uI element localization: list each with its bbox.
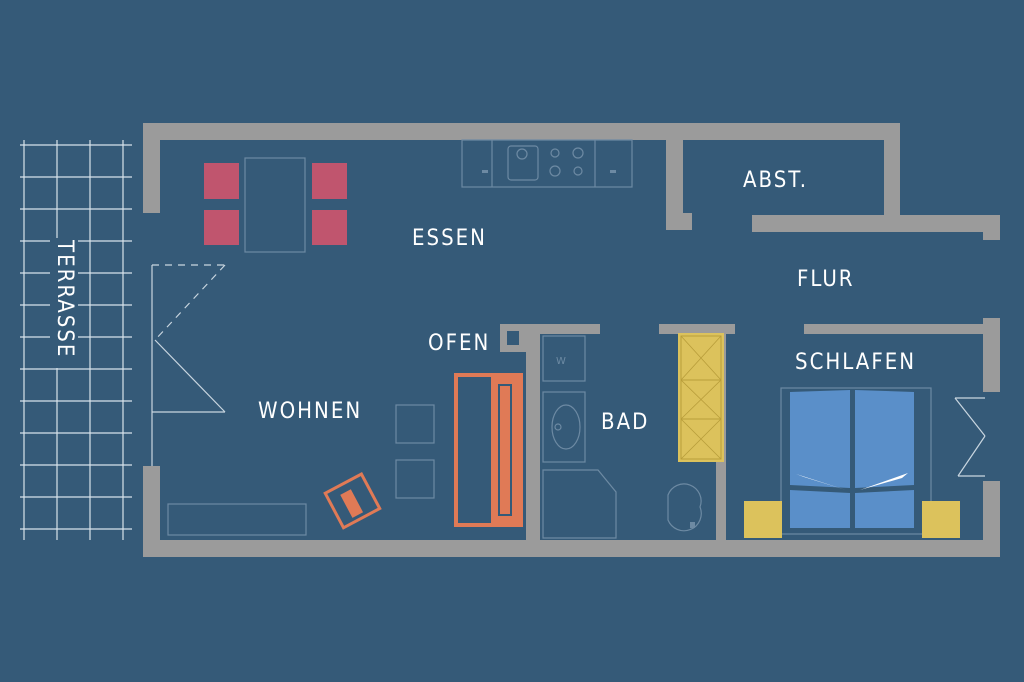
- bathroom-fixtures: [542, 335, 702, 539]
- armchair: [323, 472, 382, 530]
- room-label-essen: ESSEN: [412, 226, 487, 251]
- tv-bench: [167, 503, 307, 536]
- side-table-lower: [395, 459, 435, 499]
- room-label-flur: FLUR: [797, 267, 855, 292]
- terrace-label-backdrop: [50, 238, 78, 368]
- ofen-flue: [507, 331, 519, 345]
- wardrobe: [678, 333, 724, 462]
- bathroom-accessory: [690, 522, 695, 528]
- room-label-wohnen: WOHNEN: [258, 399, 362, 424]
- dining-table: [244, 157, 306, 253]
- nightstands: [744, 501, 960, 538]
- room-label-schlafen: SCHLAFEN: [795, 350, 916, 375]
- bedroom-window: [954, 397, 986, 477]
- kitchen-handles: [482, 170, 616, 173]
- bathroom-cabinet-mark: W: [556, 356, 566, 367]
- side-table-upper: [395, 404, 435, 444]
- dining-chairs: [204, 163, 347, 245]
- walls: [143, 123, 1000, 557]
- sofa: [454, 373, 523, 527]
- terrace-grid: [20, 140, 132, 540]
- bed: [780, 387, 932, 535]
- room-label-abstellraum: ABST.: [743, 168, 808, 193]
- kitchen-counter: [461, 139, 633, 188]
- terrace-label: TERRASSE: [52, 239, 77, 358]
- terrace-door: [151, 264, 226, 466]
- room-label-ofen: OFEN: [428, 331, 490, 356]
- room-label-bad: BAD: [601, 410, 649, 435]
